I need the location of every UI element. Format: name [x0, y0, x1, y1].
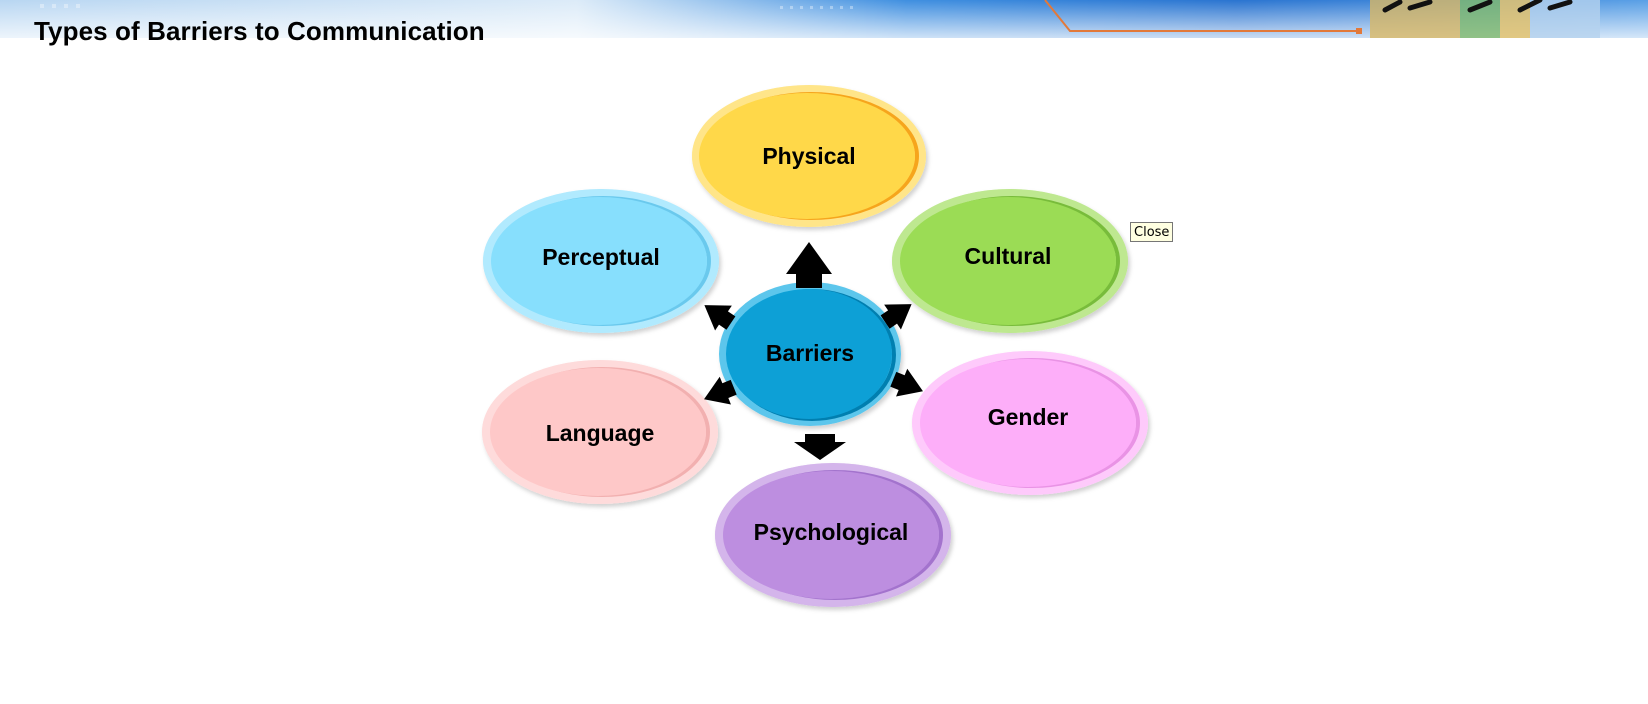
node-gender: Gender [912, 351, 1148, 495]
close-tooltip[interactable]: Close [1130, 222, 1174, 242]
arrow-icon [890, 368, 923, 397]
node-psychological-shape [723, 471, 939, 599]
arrow-icon [794, 434, 846, 460]
center-label: Barriers [766, 340, 854, 366]
node-psychological: Psychological [715, 463, 951, 607]
node-physical-shape [699, 93, 915, 219]
node-cultural-label: Cultural [965, 243, 1052, 269]
arrow-icon [704, 305, 736, 331]
center-shape [726, 289, 892, 419]
banner-graphic-icon [0, 0, 1648, 38]
arrow-icon [704, 376, 737, 405]
arrow-icon [880, 304, 912, 330]
arrows [704, 242, 923, 460]
node-perceptual-label: Perceptual [542, 244, 660, 270]
page-title: Types of Barriers to Communication [34, 16, 485, 46]
header-banner [0, 0, 1648, 38]
node-cultural-shape [900, 197, 1116, 325]
node-physical: Physical [692, 85, 926, 227]
node-perceptual: Perceptual [483, 189, 719, 333]
node-perceptual-shape [491, 197, 707, 325]
node-gender-label: Gender [988, 404, 1069, 430]
node-language-shape [490, 368, 706, 496]
arrow-icon [786, 242, 832, 288]
node-cultural: Cultural [892, 189, 1128, 333]
node-psychological-label: Psychological [754, 519, 909, 545]
node-language: Language [482, 360, 718, 504]
node-center: Barriers [719, 282, 901, 426]
node-physical-label: Physical [762, 143, 855, 169]
node-language-label: Language [546, 420, 655, 446]
node-gender-shape [920, 359, 1136, 487]
